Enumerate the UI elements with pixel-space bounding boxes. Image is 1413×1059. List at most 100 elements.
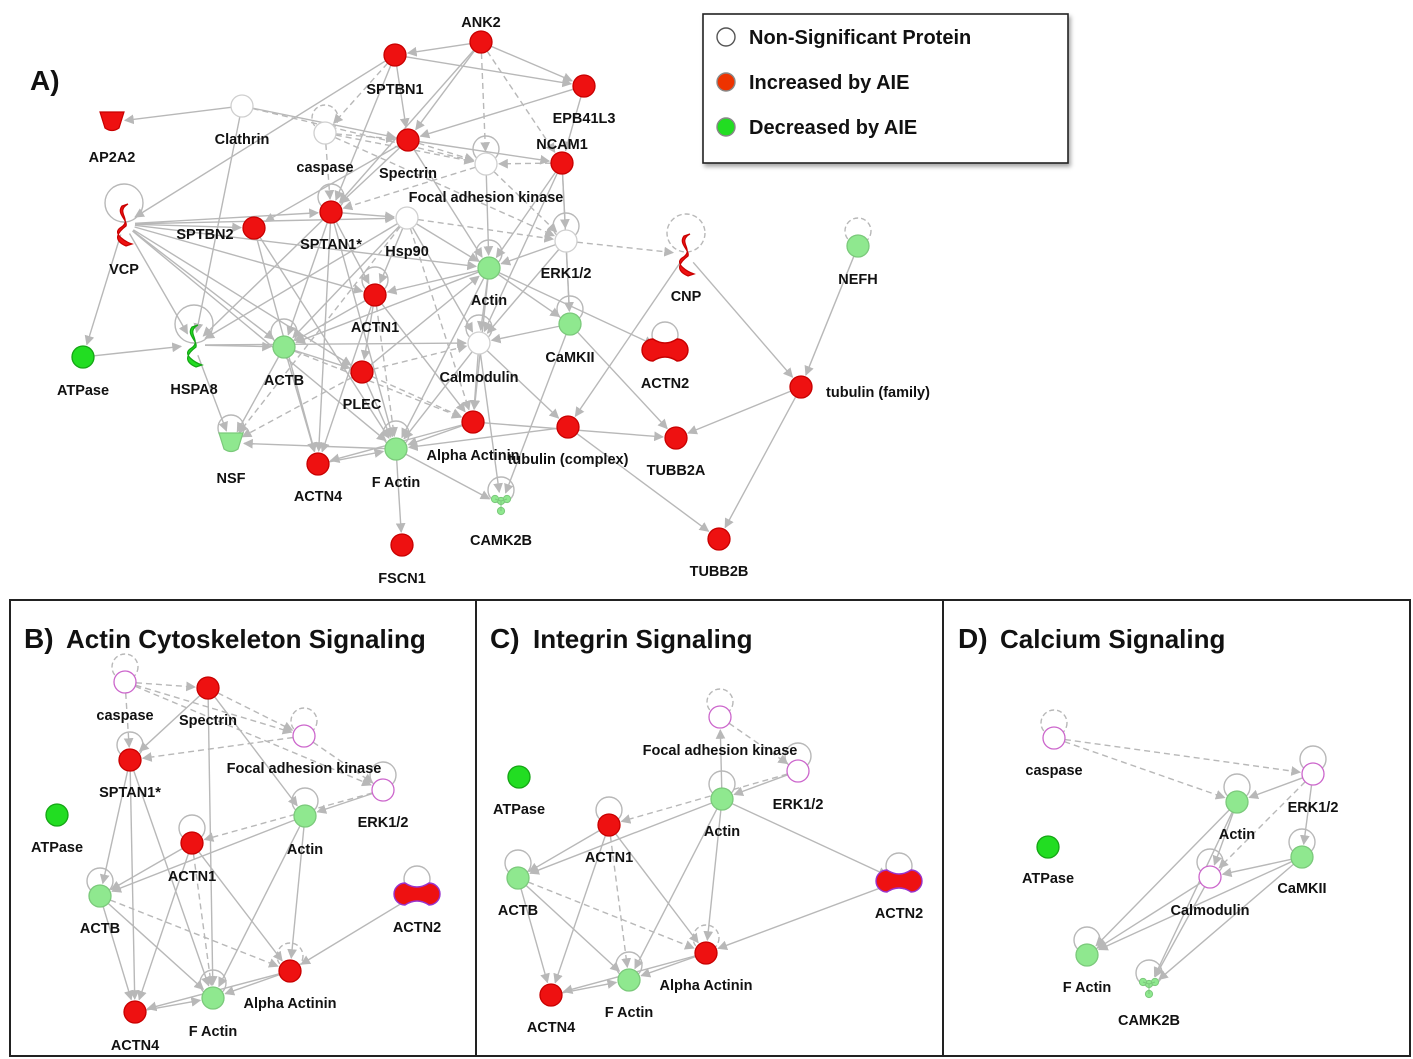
edge-hsp90-to-alphaactinin-a bbox=[409, 228, 471, 411]
node-label-vcp-a: VCP bbox=[109, 262, 139, 278]
edge-cnp-to-tubulin-family-a bbox=[692, 261, 794, 378]
node-label-ncam1-a: NCAM1 bbox=[536, 137, 588, 153]
node-camkii-d[interactable] bbox=[1290, 845, 1314, 869]
legend-marker-nonsig bbox=[716, 27, 736, 47]
node-calmodulin-a[interactable] bbox=[467, 331, 491, 355]
node-plec-a[interactable] bbox=[350, 360, 374, 384]
node-caspase-b[interactable] bbox=[113, 670, 137, 694]
node-label-fak-c: Focal adhesion kinase bbox=[643, 743, 798, 759]
node-actn1-a[interactable] bbox=[363, 283, 387, 307]
node-actn4-c[interactable] bbox=[539, 983, 563, 1007]
node-tubulin-complex-a[interactable] bbox=[556, 415, 580, 439]
node-label-fak-a: Focal adhesion kinase bbox=[409, 190, 564, 206]
node-ncam1-a[interactable] bbox=[550, 151, 574, 175]
edge-spectrin-to-sptan1-b bbox=[138, 694, 201, 752]
edge-actb-to-alphaactinin-b bbox=[109, 899, 279, 968]
node-actb-a[interactable] bbox=[272, 335, 296, 359]
edge-vcp-to-actn1-a bbox=[134, 226, 364, 294]
node-label-actn2-c: ACTN2 bbox=[875, 906, 923, 922]
node-actn4-a[interactable] bbox=[306, 452, 330, 476]
node-alphaactinin-a[interactable] bbox=[461, 410, 485, 434]
node-actn2-b[interactable] bbox=[393, 882, 441, 906]
node-fak-c[interactable] bbox=[708, 705, 732, 729]
panel-b-title: Actin Cytoskeleton Signaling bbox=[66, 624, 426, 654]
node-erk-c[interactable] bbox=[786, 759, 810, 783]
node-vcp-a[interactable] bbox=[117, 203, 134, 247]
node-actin-b[interactable] bbox=[293, 804, 317, 828]
node-atpase-d[interactable] bbox=[1036, 835, 1060, 859]
node-label-caspase-b: caspase bbox=[96, 708, 153, 724]
edge-tubulin-complex-to-factin-a bbox=[407, 427, 558, 452]
node-epb41l3-a[interactable] bbox=[572, 74, 596, 98]
node-clathrin-a[interactable] bbox=[230, 94, 254, 118]
legend-label-nonsig: Non-Significant Protein bbox=[749, 27, 971, 49]
node-label-actn2-a: ACTN2 bbox=[641, 376, 689, 392]
edge-clathrin-to-ap2a2-a bbox=[123, 106, 232, 125]
node-actn2-c[interactable] bbox=[875, 869, 923, 893]
node-camk2b-d[interactable] bbox=[1138, 977, 1160, 999]
node-actn1-c[interactable] bbox=[597, 813, 621, 837]
node-tubb2b-a[interactable] bbox=[707, 527, 731, 551]
node-erk-d[interactable] bbox=[1301, 762, 1325, 786]
edge-actn1-to-actn4-c bbox=[553, 835, 607, 984]
node-spectrin-a[interactable] bbox=[396, 128, 420, 152]
node-actn4-b[interactable] bbox=[123, 1000, 147, 1024]
node-caspase-d[interactable] bbox=[1042, 726, 1066, 750]
node-factin-c[interactable] bbox=[617, 968, 641, 992]
node-tubulin-family-a[interactable] bbox=[789, 375, 813, 399]
node-alphaactinin-c[interactable] bbox=[694, 941, 718, 965]
node-hsp90-a[interactable] bbox=[395, 206, 419, 230]
node-atpase-a[interactable] bbox=[71, 345, 95, 369]
node-actn1-b[interactable] bbox=[180, 831, 204, 855]
node-factin-d[interactable] bbox=[1075, 943, 1099, 967]
node-ap2a2-a[interactable] bbox=[99, 111, 125, 132]
node-label-calmodulin-d: Calmodulin bbox=[1171, 903, 1250, 919]
node-sptbn2-a[interactable] bbox=[242, 216, 266, 240]
node-atpase-c[interactable] bbox=[507, 765, 531, 789]
node-sptan1-a[interactable] bbox=[319, 200, 343, 224]
node-label-alphaactinin-b: Alpha Actinin bbox=[244, 996, 337, 1012]
node-fak-b[interactable] bbox=[292, 724, 316, 748]
node-fak-a[interactable] bbox=[474, 152, 498, 176]
node-factin-a[interactable] bbox=[384, 437, 408, 461]
node-factin-b[interactable] bbox=[201, 986, 225, 1010]
node-actin-c[interactable] bbox=[710, 787, 734, 811]
node-actb-b[interactable] bbox=[88, 884, 112, 908]
edge-clathrin-to-hspa8-a bbox=[193, 116, 241, 334]
edge-spectrin-to-sptan1-a bbox=[339, 147, 401, 204]
node-actn2-a[interactable] bbox=[641, 338, 689, 362]
self-loop-cnp-a bbox=[666, 213, 706, 253]
node-camk2b-a[interactable] bbox=[490, 494, 512, 516]
edge-caspase-to-sptan1-b bbox=[123, 692, 134, 749]
node-calmodulin-d[interactable] bbox=[1198, 865, 1222, 889]
self-loop-vcp-a bbox=[104, 183, 144, 223]
node-camkii-a[interactable] bbox=[558, 312, 582, 336]
edge-actn1-to-alphaactinin-c bbox=[615, 833, 699, 944]
node-actin-a[interactable] bbox=[477, 256, 501, 280]
node-alphaactinin-b[interactable] bbox=[278, 959, 302, 983]
node-hspa8-a[interactable] bbox=[187, 324, 204, 368]
node-fscn1-a[interactable] bbox=[390, 533, 414, 557]
node-nefh-a[interactable] bbox=[846, 234, 870, 258]
edge-nefh-to-tubulin-family-a bbox=[804, 255, 855, 376]
edge-camkii-to-tubb2a-a bbox=[576, 331, 668, 430]
node-caspase-a[interactable] bbox=[313, 121, 337, 145]
edge-actn4-to-factin-b bbox=[145, 997, 202, 1011]
node-cnp-a[interactable] bbox=[679, 233, 696, 277]
node-sptbn1-a[interactable] bbox=[383, 43, 407, 67]
node-erk-a[interactable] bbox=[554, 229, 578, 253]
node-ank2-a[interactable] bbox=[469, 30, 493, 54]
node-label-tubb2a-a: TUBB2A bbox=[647, 463, 706, 479]
node-erk-b[interactable] bbox=[371, 778, 395, 802]
node-label-calmodulin-a: Calmodulin bbox=[440, 370, 519, 386]
node-sptan1-b[interactable] bbox=[118, 748, 142, 772]
edge-actin-to-factin-c bbox=[634, 808, 718, 970]
node-spectrin-b[interactable] bbox=[196, 676, 220, 700]
node-atpase-b[interactable] bbox=[45, 803, 69, 827]
node-nsf-a[interactable] bbox=[218, 432, 244, 453]
node-actin-d[interactable] bbox=[1225, 790, 1249, 814]
node-label-clathrin-a: Clathrin bbox=[215, 132, 270, 148]
node-tubb2a-a[interactable] bbox=[664, 426, 688, 450]
edge-actn1-to-alphaactinin-a bbox=[381, 303, 466, 413]
node-actb-c[interactable] bbox=[506, 866, 530, 890]
